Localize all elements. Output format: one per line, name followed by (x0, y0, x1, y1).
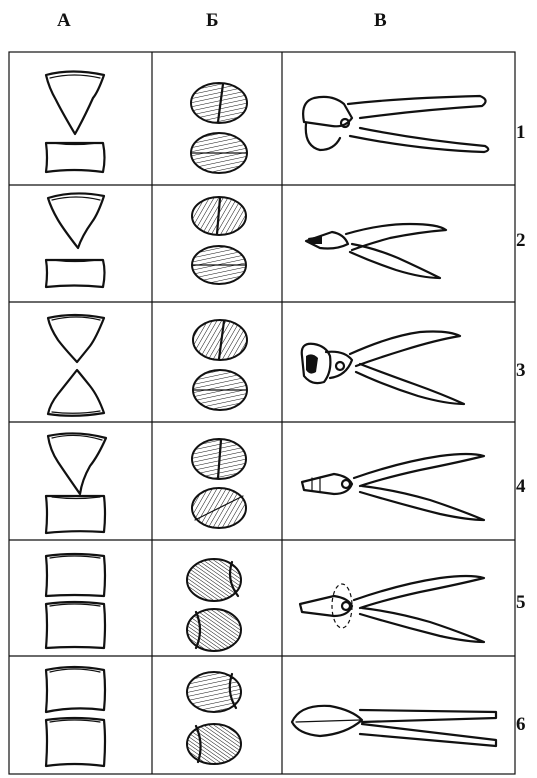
combination-pliers-icon (302, 454, 484, 520)
wire-end-1 (191, 83, 247, 173)
wire-end-6 (187, 672, 241, 764)
side-cutting-pliers-icon (300, 576, 484, 642)
cut-profile-2 (46, 193, 105, 287)
cut-profile-5 (46, 554, 105, 648)
wire-end-3 (193, 320, 247, 410)
cut-profile-1 (46, 72, 105, 173)
end-nippers-icon (302, 332, 464, 405)
cut-profile-3 (48, 315, 104, 416)
diagonal-cutters-icon (306, 224, 446, 278)
tin-snips-icon (292, 706, 496, 746)
wire-end-4 (192, 439, 246, 528)
wire-end-2 (192, 197, 246, 284)
end-cutting-pincers-icon (303, 96, 488, 152)
wire-end-5 (187, 559, 241, 651)
cut-profile-6 (46, 667, 105, 766)
cut-profile-4 (46, 433, 106, 533)
